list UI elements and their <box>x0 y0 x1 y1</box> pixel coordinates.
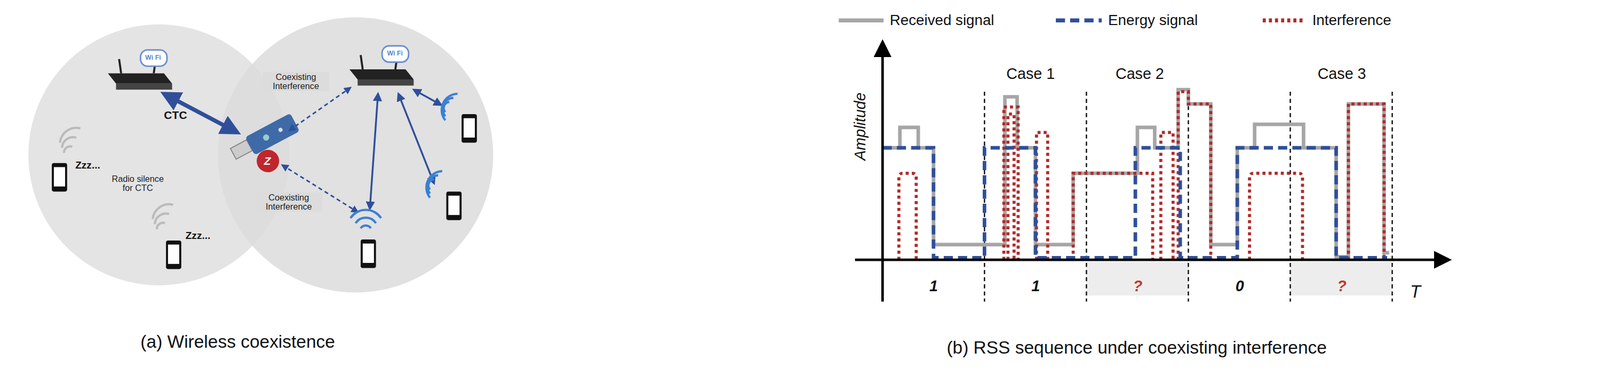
unknown-slot <box>1086 261 1189 296</box>
interference-arrow <box>289 87 351 131</box>
interference-label: Coexisting Interference <box>255 192 323 212</box>
energy-signal <box>882 147 1388 258</box>
logo-text: Wi Fi <box>386 50 403 58</box>
logo-text: Z <box>264 155 272 167</box>
router-icon <box>107 50 172 91</box>
ctc-arrow <box>163 93 238 133</box>
caption-text: (b) RSS sequence under coexisting interf… <box>946 338 1327 358</box>
case-label: Case 3 <box>1317 65 1367 82</box>
router-icon <box>349 45 414 86</box>
phone-screen <box>53 118 475 265</box>
y-axis <box>881 42 885 302</box>
phone-icon <box>51 114 477 269</box>
bit-label: ? <box>1336 277 1347 294</box>
link-label: CTC <box>163 109 187 122</box>
slot-divider <box>984 91 1392 302</box>
axis-label: T <box>1410 282 1421 301</box>
legend-text: Energy signal <box>1108 12 1198 29</box>
legend-line <box>838 18 884 23</box>
interference-label: Coexisting Interference <box>262 72 330 92</box>
note-label: Radio silence for CTC <box>107 174 169 193</box>
unknown-slot <box>1290 261 1392 296</box>
legend-text: Received signal <box>889 12 995 29</box>
coverage-circle <box>218 17 494 293</box>
axis-label: Amplitude <box>852 92 869 161</box>
legend-line <box>1262 18 1306 23</box>
x-axis <box>855 258 1449 262</box>
wifi-waves <box>59 93 458 230</box>
bit-label: 0 <box>1235 277 1245 294</box>
caption-text: (a) Wireless coexistence <box>140 332 336 352</box>
zigbee-logo <box>256 149 280 173</box>
logo-text: Wi Fi <box>145 54 162 62</box>
legend-line <box>1055 18 1102 23</box>
sleep-label: Zzz... <box>185 230 211 242</box>
wifi-link <box>369 89 442 210</box>
bit-label: ? <box>1133 277 1143 294</box>
bit-label: 1 <box>929 277 938 294</box>
case-label: Case 2 <box>1115 65 1165 82</box>
interference-signal <box>898 91 1384 260</box>
sleep-label: Zzz... <box>75 160 101 171</box>
bit-label: 1 <box>1031 277 1040 294</box>
legend-text: Interference <box>1312 12 1392 29</box>
case-label: Case 1 <box>1006 65 1055 82</box>
